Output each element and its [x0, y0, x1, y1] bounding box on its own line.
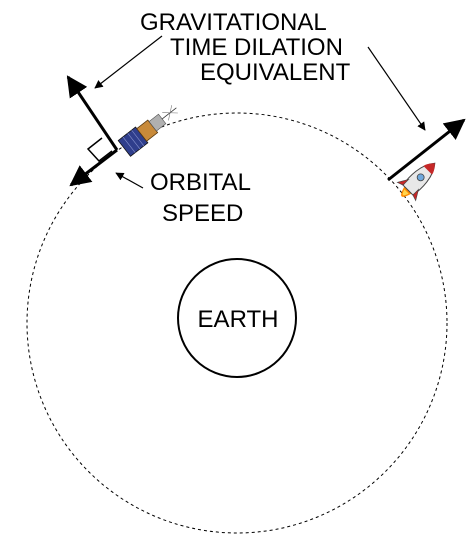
gravitational-label-line2: TIME DILATION	[170, 34, 343, 61]
pointer-arrow-to-speed-vector	[115, 172, 144, 189]
earth-label: EARTH	[198, 306, 279, 333]
orbital-speed-label-line2: SPEED	[162, 200, 243, 227]
gravitational-label-line1: GRAVITATIONAL	[140, 9, 327, 36]
pointer-arrow-to-satellite	[94, 35, 163, 89]
rocket-vector-arrow	[387, 118, 466, 182]
orbital-speed-vector-arrow	[69, 148, 118, 187]
satellite-icon	[117, 105, 178, 157]
rocket-icon	[396, 162, 436, 202]
earth-circle	[177, 258, 297, 378]
orbit-path	[26, 112, 448, 534]
gravitational-label-line3: EQUIVALENT	[200, 59, 351, 86]
orbital-speed-label-line1: ORBITAL	[150, 169, 251, 196]
right-angle-marker	[86, 137, 113, 163]
pointer-arrow-to-rocket	[367, 46, 426, 131]
radial-vector-arrow	[66, 75, 119, 151]
